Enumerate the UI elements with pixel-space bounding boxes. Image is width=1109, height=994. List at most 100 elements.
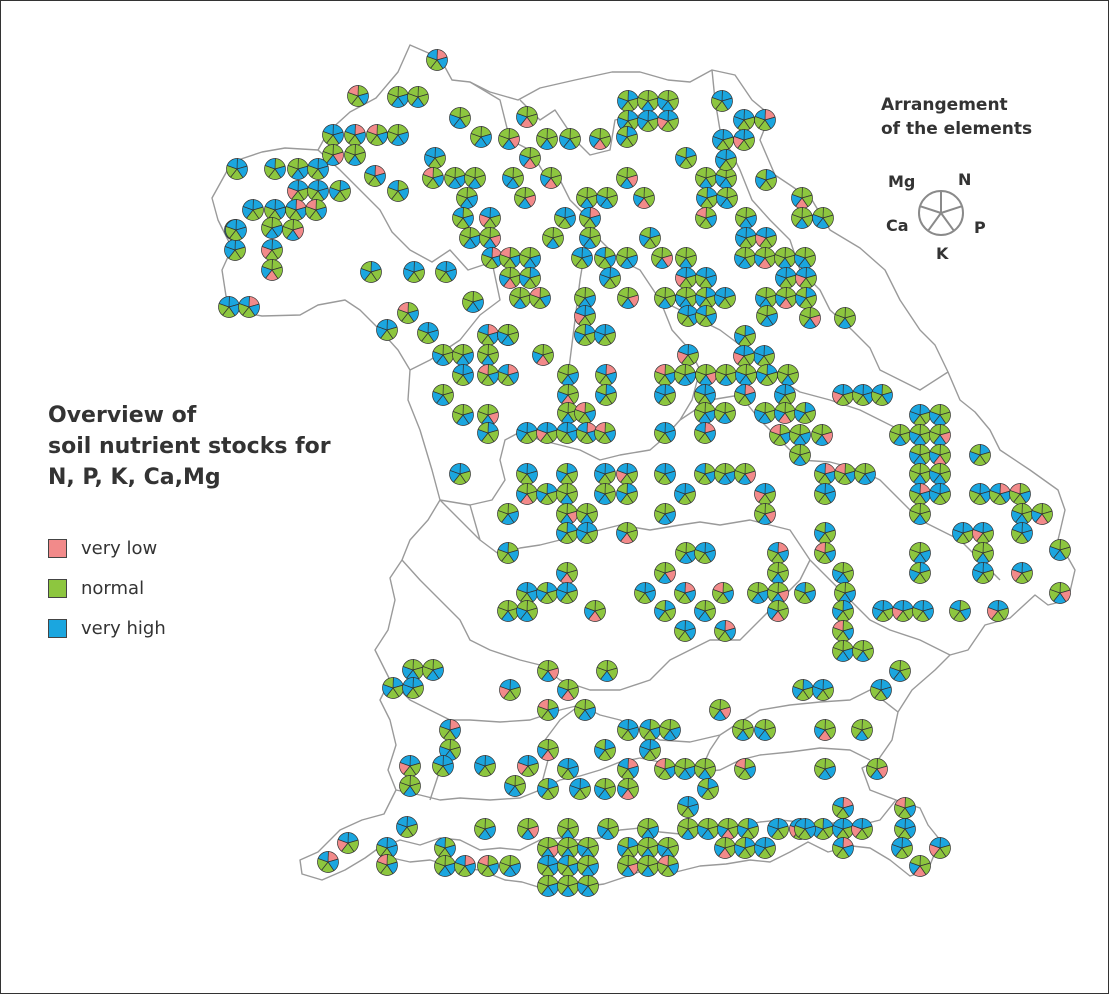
nutrient-segment: [574, 287, 586, 299]
nutrient-segment: [470, 126, 482, 138]
nutrient-glyph: [654, 600, 676, 622]
nutrient-segment: [889, 424, 901, 436]
nutrient-segment: [695, 305, 707, 317]
nutrient-glyph: [929, 404, 951, 426]
nutrient-segment: [452, 404, 464, 416]
nutrient-segment: [557, 364, 569, 376]
nutrient-segment: [972, 542, 984, 554]
nutrient-segment: [775, 267, 787, 279]
nutrient-segment: [832, 600, 844, 612]
nutrient-glyph: [594, 422, 616, 444]
nutrient-glyph: [264, 158, 286, 180]
map-title-line-2: soil nutrient stocks for: [48, 434, 331, 459]
nutrient-glyph: [674, 620, 696, 642]
nutrient-glyph: [909, 404, 931, 426]
map-title-line-1: Overview of: [48, 403, 197, 428]
nutrient-segment: [474, 818, 486, 830]
legend: very low normal very high: [48, 528, 166, 648]
nutrient-glyph: [714, 402, 736, 424]
nutrient-glyph: [1049, 539, 1071, 561]
nutrient-segment: [474, 755, 486, 767]
nutrient-segment: [737, 818, 749, 830]
nutrient-glyph: [767, 600, 789, 622]
nutrient-glyph: [238, 296, 260, 318]
nutrient-glyph: [479, 227, 501, 249]
nutrient-glyph: [712, 582, 734, 604]
nutrient-segment: [434, 855, 446, 867]
nutrient-segment: [516, 483, 528, 495]
nutrient-glyph: [529, 287, 551, 309]
nutrient-segment: [637, 110, 649, 122]
nutrient-glyph: [596, 187, 618, 209]
nutrient-segment: [226, 158, 238, 170]
nutrient-segment: [264, 158, 276, 170]
nutrient-segment: [452, 207, 464, 219]
nutrient-glyph: [574, 324, 596, 346]
nutrient-segment: [399, 775, 411, 787]
nutrient-segment: [617, 778, 629, 790]
nutrient-glyph: [516, 422, 538, 444]
nutrient-glyph: [716, 187, 738, 209]
nutrient-segment: [499, 679, 511, 691]
nutrient-glyph: [832, 818, 854, 840]
nutrient-glyph: [462, 291, 484, 313]
nutrient-segment: [832, 562, 844, 574]
nutrient-segment: [972, 522, 984, 534]
nutrient-glyph: [714, 463, 736, 485]
nutrient-glyph: [767, 562, 789, 584]
nutrient-segment: [594, 483, 606, 495]
nutrient-segment: [654, 562, 666, 574]
nutrient-segment: [497, 600, 509, 612]
nutrient-glyph: [287, 158, 309, 180]
nutrient-glyph: [452, 207, 474, 229]
nutrient-glyph: [814, 542, 836, 564]
nutrient-segment: [712, 129, 724, 141]
nutrient-glyph: [654, 503, 676, 525]
nutrient-glyph: [285, 199, 307, 221]
nutrient-segment: [329, 180, 341, 192]
nutrient-segment: [537, 837, 549, 849]
nutrient-glyph: [754, 247, 776, 269]
nutrient-segment: [617, 287, 629, 299]
nutrient-segment: [674, 758, 686, 770]
nutrient-glyph: [366, 124, 388, 146]
nutrient-segment: [709, 699, 721, 711]
nutrient-glyph: [519, 267, 541, 289]
nutrient-segment: [774, 247, 786, 259]
nutrient-segment: [596, 660, 608, 672]
nutrient-segment: [504, 775, 516, 787]
nutrient-segment: [497, 503, 509, 515]
nutrient-glyph: [360, 261, 382, 283]
nutrient-segment: [516, 422, 528, 434]
nutrient-glyph: [571, 247, 593, 269]
nutrient-segment: [317, 851, 329, 863]
nutrient-glyph: [497, 503, 519, 525]
nutrient-segment: [654, 463, 666, 475]
nutrient-glyph: [696, 187, 718, 209]
nutrient-glyph: [576, 522, 598, 544]
nutrient-glyph: [732, 719, 754, 741]
nutrient-segment: [734, 384, 746, 396]
nutrient-glyph: [972, 562, 994, 584]
nutrient-glyph: [814, 483, 836, 505]
nutrient-segment: [675, 247, 687, 259]
nutrient-glyph: [616, 167, 638, 189]
nutrient-segment: [577, 875, 589, 887]
arrangement-title-line-1: Arrangement: [881, 95, 1008, 115]
nutrient-segment: [387, 86, 399, 98]
nutrient-segment: [912, 600, 924, 612]
nutrient-glyph: [422, 167, 444, 189]
nutrient-segment: [634, 582, 646, 594]
nutrient-segment: [794, 582, 806, 594]
nutrient-glyph: [987, 600, 1009, 622]
nutrient-glyph: [909, 483, 931, 505]
nutrient-segment: [767, 562, 779, 574]
nutrient-segment: [694, 758, 706, 770]
nutrient-glyph: [452, 364, 474, 386]
nutrient-segment: [517, 818, 529, 830]
nutrient-segment: [711, 90, 723, 102]
nutrient-glyph: [657, 90, 679, 112]
nutrient-glyph: [422, 659, 444, 681]
nutrient-glyph: [814, 522, 836, 544]
